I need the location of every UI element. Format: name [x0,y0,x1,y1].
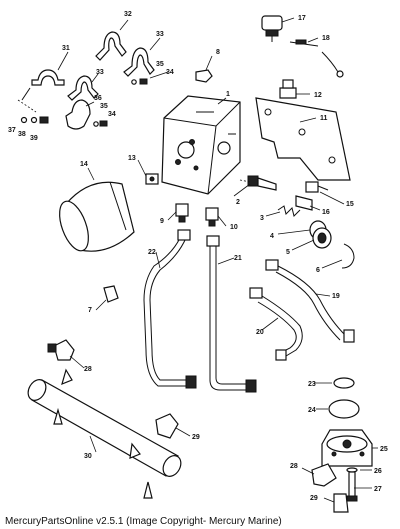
elbow-28-upper [47,339,75,361]
callout-16: 16 [322,209,330,216]
bracket-11 [255,97,351,181]
elbow-28-lower [311,463,337,487]
callout-7: 7 [88,307,92,314]
callout-13: 13 [128,155,136,162]
callout-15: 15 [346,201,354,208]
callouts: 32 31 33 33 35 34 36 35 34 37 38 39 8 1 … [8,11,388,502]
callout-1: 1 [226,91,230,98]
clamp-hardware [17,78,148,127]
callout-21: 21 [234,255,242,262]
callout-28-upper: 28 [84,366,92,373]
callout-6: 6 [316,267,320,274]
fitting-2 [239,175,277,191]
fitting-9 [175,203,189,223]
callout-35: 35 [100,103,108,110]
block-1 [161,95,241,195]
clamp-31 [21,69,65,101]
leader-lines [57,17,378,503]
snap-ring-6 [341,243,355,269]
callout-30: 30 [84,453,92,460]
callout-35-top: 35 [156,61,164,68]
fitting-13 [145,173,159,185]
callout-10: 10 [230,224,238,231]
oring-24 [328,399,360,419]
fitting-10 [205,207,219,227]
sender-17 [261,15,283,42]
callout-33: 33 [96,69,104,76]
callout-32: 32 [124,11,132,18]
hose-21 [206,235,257,393]
callout-29-middle: 29 [192,434,200,441]
callout-11: 11 [320,115,328,122]
oring-23 [333,377,355,389]
callout-33-top: 33 [156,31,164,38]
callout-28-lower: 28 [290,463,298,470]
image-caption: MercuryPartsOnline v2.5.1 (Image Copyrig… [5,516,282,527]
callout-9: 9 [160,218,164,225]
clamp-32 [95,31,127,61]
hose-20 [249,287,303,361]
washer-26 [346,467,358,473]
callout-18: 18 [322,35,330,42]
callout-8: 8 [216,49,220,56]
callout-26: 26 [374,468,382,475]
callout-29-lower: 29 [310,495,318,502]
callout-22: 22 [148,249,156,256]
fitting-29-middle [155,413,179,439]
screw-27 [346,471,358,502]
oil-filter-14 [59,181,135,252]
callout-20: 20 [256,329,264,336]
callout-14: 14 [80,161,88,168]
callout-24: 24 [308,407,316,414]
fitting-29-lower [333,493,349,513]
callout-3: 3 [260,215,264,222]
callout-37: 37 [8,127,16,134]
clamp-36 [65,99,91,130]
screw-15 [305,181,329,193]
callout-36: 36 [94,95,102,102]
clamp-33 [67,47,155,101]
hose-19 [265,259,355,343]
callout-31: 31 [62,45,70,52]
spring-3 [277,205,301,217]
nut-16 [295,195,313,211]
callout-12: 12 [314,92,322,99]
callout-34: 34 [108,111,116,118]
callout-17: 17 [298,15,306,22]
seal-5 [312,227,332,249]
callout-34-top: 34 [166,69,174,76]
callout-2: 2 [236,199,240,206]
hose-22 [143,229,197,389]
cooler-30 [27,368,182,499]
callout-39: 39 [30,135,38,142]
screw-12 [279,79,297,99]
callout-4: 4 [270,233,274,240]
callout-27: 27 [374,486,382,493]
callout-5: 5 [286,249,290,256]
callout-38: 38 [18,131,26,138]
fitting-7 [103,285,119,303]
plug-8 [195,69,213,83]
callout-25: 25 [380,446,388,453]
adaptor-25 [321,429,373,467]
callout-23: 23 [308,381,316,388]
wire-18 [289,39,344,78]
callout-19: 19 [332,293,340,300]
